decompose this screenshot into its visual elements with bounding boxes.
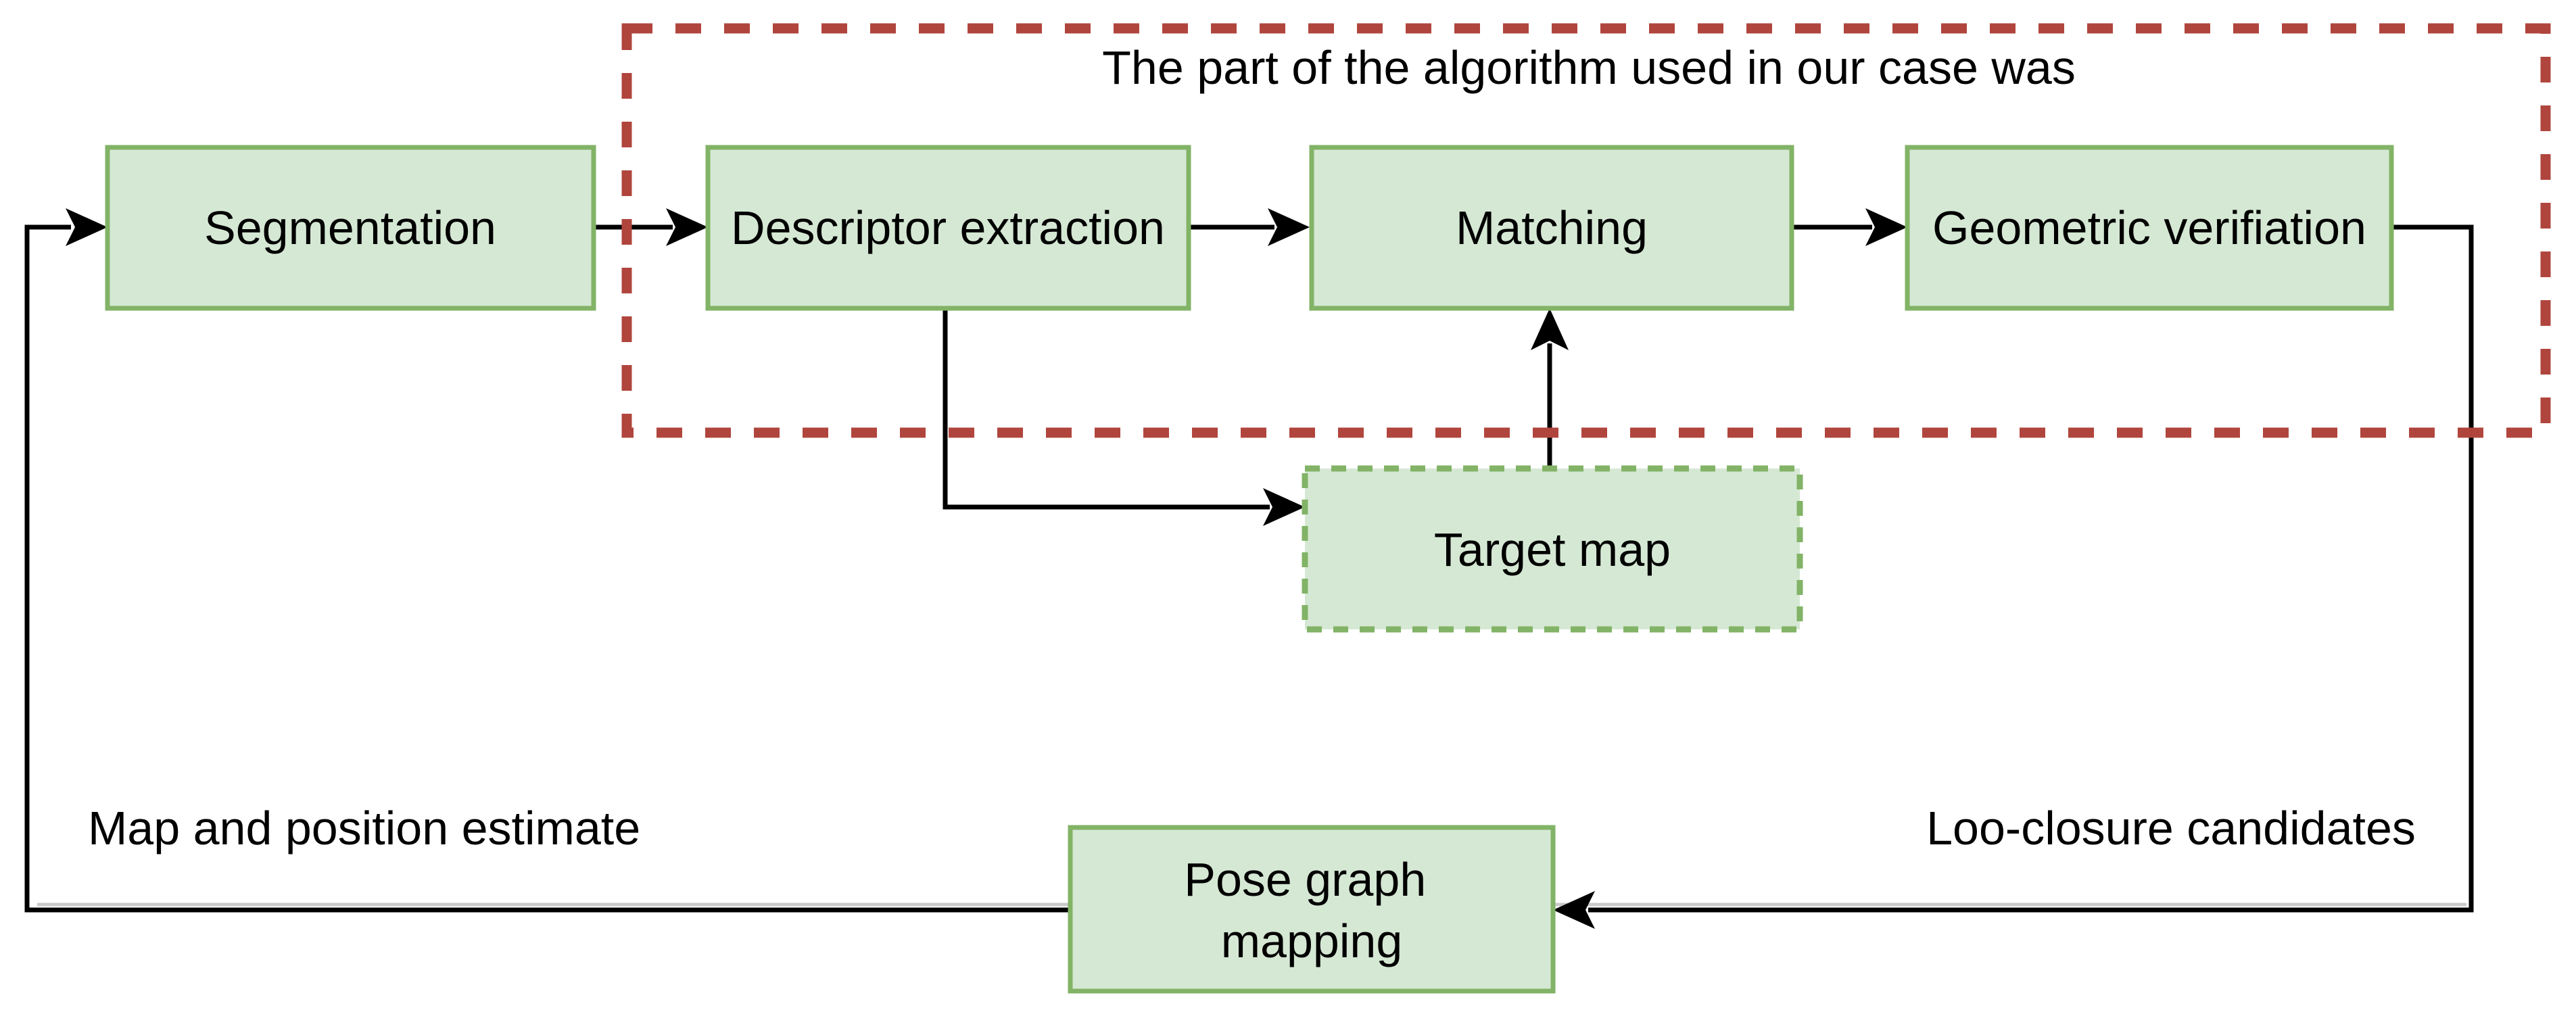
arrowhead-into-matching — [1268, 208, 1310, 246]
edge-geometric-to-pose-loop — [1588, 224, 2474, 913]
arrowhead-into-targetmap — [1263, 488, 1305, 526]
pose-graph-label-line2: mapping — [1221, 915, 1403, 967]
arrowhead-into-matching-bottom — [1531, 308, 1569, 350]
arrowhead-into-descriptor — [666, 208, 708, 246]
arrowhead-into-pose — [1553, 891, 1595, 929]
algorithm-scope-dashed-box — [621, 23, 2551, 438]
node-geometric-verification — [1905, 145, 2394, 311]
edge-label-loop-closure-candidates: Loo-closure candidates — [1926, 802, 2416, 855]
node-matching — [1309, 145, 1794, 311]
node-target-map — [1302, 465, 1803, 633]
node-target-map-label: Target map — [1434, 523, 1671, 576]
arrowhead-into-geometric — [1865, 208, 1907, 246]
arrowhead-into-segmentation — [66, 208, 108, 246]
node-matching-label: Matching — [1456, 201, 1648, 254]
edge-label-map-position-estimate: Map and position estimate — [88, 802, 640, 855]
node-pose-graph-mapping — [1068, 825, 1556, 994]
node-descriptor-extraction — [705, 145, 1191, 311]
edge-pose-to-segmentation-loop — [24, 224, 1070, 913]
node-pose-graph-mapping-label: Pose graph mapping — [1184, 837, 1439, 967]
scope-annotation-label: The part of the algorithm used in our ca… — [1102, 41, 2076, 94]
node-descriptor-extraction-label: Descriptor extraction — [731, 201, 1165, 254]
pose-graph-label-line1: Pose graph — [1184, 853, 1426, 906]
node-segmentation — [105, 145, 596, 311]
node-segmentation-label: Segmentation — [204, 201, 496, 254]
edge-descriptor-to-targetmap — [943, 309, 1270, 510]
node-geometric-verification-label: Geometric verifiation — [1932, 201, 2366, 254]
